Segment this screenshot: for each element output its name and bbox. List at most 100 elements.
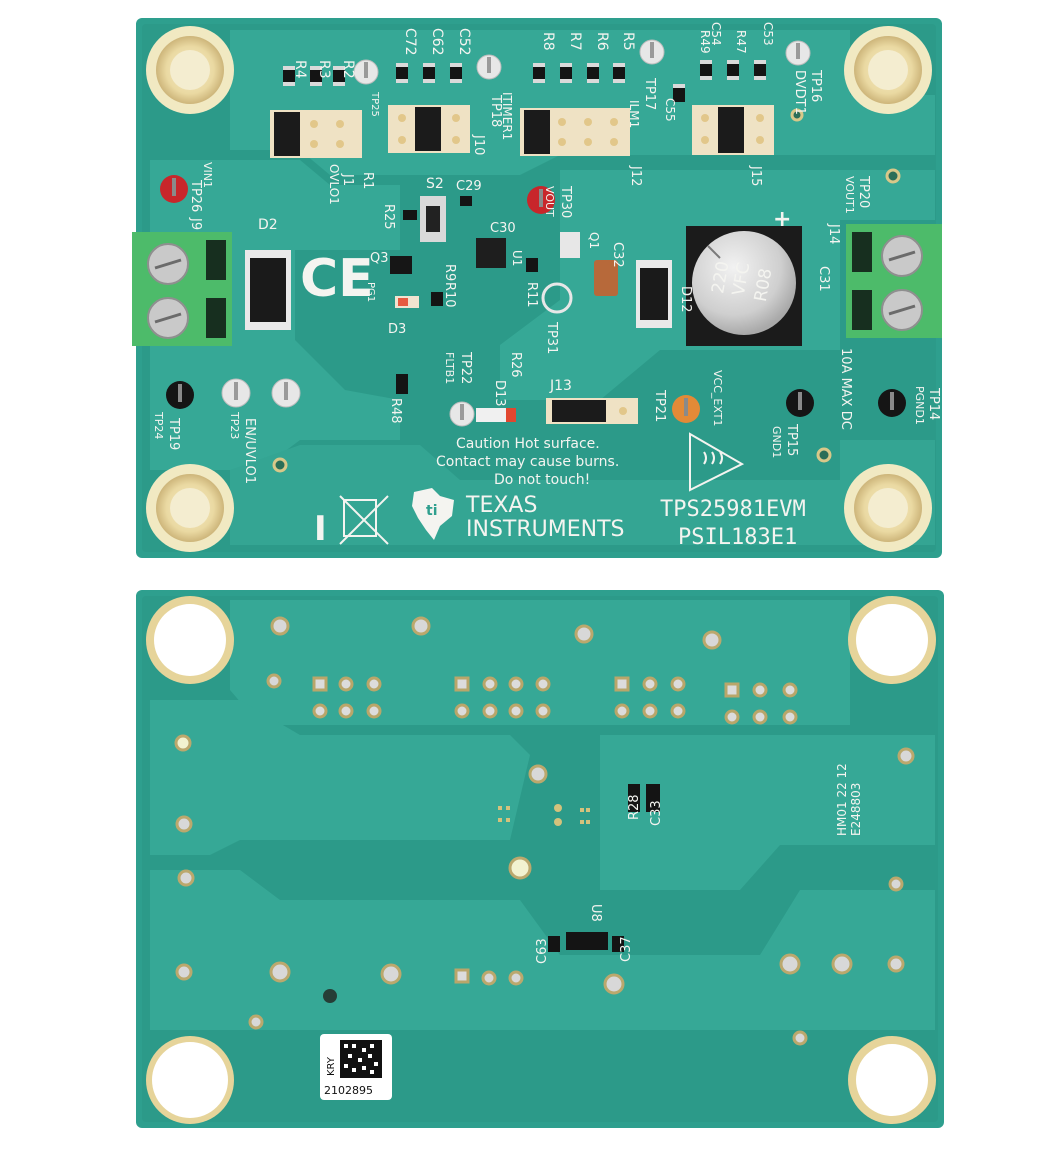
- mount-hole-b-tl: [146, 596, 234, 684]
- jumper-header-j15: [692, 105, 774, 155]
- silk-j9: J9: [188, 217, 203, 230]
- silk-en-uvlo1: TP23: [228, 411, 241, 439]
- silk-ovlo1: OVLO1: [327, 164, 341, 205]
- mount-hole-b-bl: [146, 1036, 234, 1124]
- silk-tp20: TP20: [856, 175, 871, 208]
- board-id: PSIL183E1: [678, 525, 797, 550]
- mount-hole-tr: [844, 26, 932, 114]
- silk-tp15: TP15: [784, 423, 799, 456]
- cap-plus-marker: +: [773, 207, 791, 232]
- silk-c54: C54: [709, 22, 723, 46]
- silk-gnd1: GND1: [770, 426, 783, 458]
- silk-tp14: TP14: [926, 387, 941, 420]
- jumper-header-j1: [270, 110, 362, 158]
- silk-j10: J10: [471, 134, 486, 155]
- silk-c37: C37: [619, 936, 634, 962]
- silk-vin1-top: VIN1: [201, 162, 214, 188]
- bottom-plane-lower: [150, 870, 935, 1030]
- silk-r6: R6: [594, 32, 610, 51]
- silk-d12: D12: [678, 286, 693, 313]
- silk-tp31: TP31: [544, 321, 559, 354]
- silk-r25: R25: [381, 204, 396, 230]
- silk-r4: R4: [292, 60, 308, 79]
- silk-tp16: TP16: [808, 69, 823, 102]
- transistor-q1: [560, 232, 580, 258]
- silk-r48: R48: [388, 398, 403, 424]
- silk-r11: R11: [524, 282, 539, 308]
- rating-label: 10A MAX DC: [838, 348, 853, 430]
- silk-r49: R49: [698, 30, 712, 54]
- silk-c32: C32: [610, 242, 625, 268]
- bottom-header-pads: [312, 676, 798, 984]
- top-board: CE: [132, 18, 942, 558]
- silk-itimer1: ITIMER1: [500, 92, 514, 140]
- silk-r28: R28: [627, 794, 642, 820]
- top-plane-bottom: [230, 440, 935, 545]
- silk-q1: Q1: [587, 232, 601, 249]
- mount-hole-b-tr: [848, 596, 936, 684]
- silk-tp24: EN/UVLO1: [242, 418, 257, 484]
- mount-hole-br: [844, 464, 932, 552]
- silk-c29: C29: [456, 179, 482, 194]
- silk-tp30: TP30: [558, 185, 573, 218]
- silk-j12: J12: [628, 165, 643, 186]
- silk-tp22: TP22: [458, 351, 473, 384]
- silk-vout: VOUT: [543, 186, 556, 217]
- caution-line-2: Contact may cause burns.: [436, 454, 619, 470]
- lot-code-2: E248803: [849, 783, 863, 836]
- brand-texas: TEXAS: [465, 493, 537, 518]
- silk-pgnd1-right: PGND1: [913, 386, 926, 425]
- sticker-serial: 2102895: [324, 1084, 373, 1097]
- silk-c52: C52: [456, 28, 472, 56]
- silk-ilm1-top: ILM1: [627, 100, 641, 128]
- resistor-r48: [396, 374, 408, 394]
- silk-tp26: TP26: [188, 179, 203, 212]
- ti-logo-icon: ti: [412, 488, 454, 540]
- silk-r1: R1: [360, 172, 375, 189]
- resistor-row-top: [283, 60, 766, 102]
- silk-d3: D3: [388, 322, 406, 337]
- silk-fltb1: FLTB1: [443, 352, 456, 384]
- diode-d2: [245, 250, 291, 330]
- silk-vcc-ext1: VCC_EXT1: [711, 370, 724, 426]
- silk-q3: Q3: [370, 251, 389, 266]
- silk-u1: U1: [510, 250, 524, 266]
- center-ic-area: [390, 196, 538, 308]
- top-vias: [272, 108, 901, 473]
- ce-mark: CE: [300, 249, 374, 309]
- weee-bin-icon: [339, 495, 389, 545]
- silk-c31: C31: [816, 266, 831, 292]
- mount-hole-b-br: [848, 1036, 936, 1124]
- silk-d2: D2: [258, 217, 278, 233]
- board-name: TPS25981EVM: [660, 497, 806, 522]
- bottom-board: R28 C33 U8 C63 C37 HM01 22 12 E248803 KR…: [136, 590, 944, 1128]
- silk-r2: R2: [340, 60, 356, 79]
- silk-r7: R7: [567, 32, 583, 51]
- test-points-white: [221, 39, 811, 427]
- diode-d12: [636, 260, 672, 328]
- silk-c33: C33: [649, 800, 664, 826]
- silk-r3: R3: [316, 60, 332, 79]
- silk-tp18: TP18: [488, 94, 503, 127]
- hot-surface-warning-icon: [689, 432, 745, 492]
- sticker-prefix: KRY: [326, 1056, 337, 1076]
- bottom-pads: [174, 616, 915, 1046]
- silk-c63: C63: [535, 938, 550, 964]
- mount-hole-tl: [146, 26, 234, 114]
- silk-r10: R10: [442, 282, 457, 308]
- silk-r8: R8: [540, 32, 556, 51]
- silk-tp19: TP19: [166, 417, 181, 450]
- brand-instruments: INSTRUMENTS: [466, 517, 624, 542]
- terminal-block-j9: [132, 232, 232, 346]
- jumper-header-j12: [520, 108, 630, 156]
- bottom-plane-left: [150, 700, 530, 855]
- silk-c30: C30: [490, 221, 516, 236]
- silk-pgnd1-left: TP24: [152, 411, 165, 439]
- silk-c62: C62: [429, 28, 445, 56]
- terminal-block-j14: [846, 224, 942, 338]
- silk-pg1: PG1: [365, 282, 376, 302]
- silk-c55: C55: [663, 98, 677, 122]
- silk-tp17: TP17: [642, 77, 657, 110]
- silk-c53: C53: [761, 22, 775, 46]
